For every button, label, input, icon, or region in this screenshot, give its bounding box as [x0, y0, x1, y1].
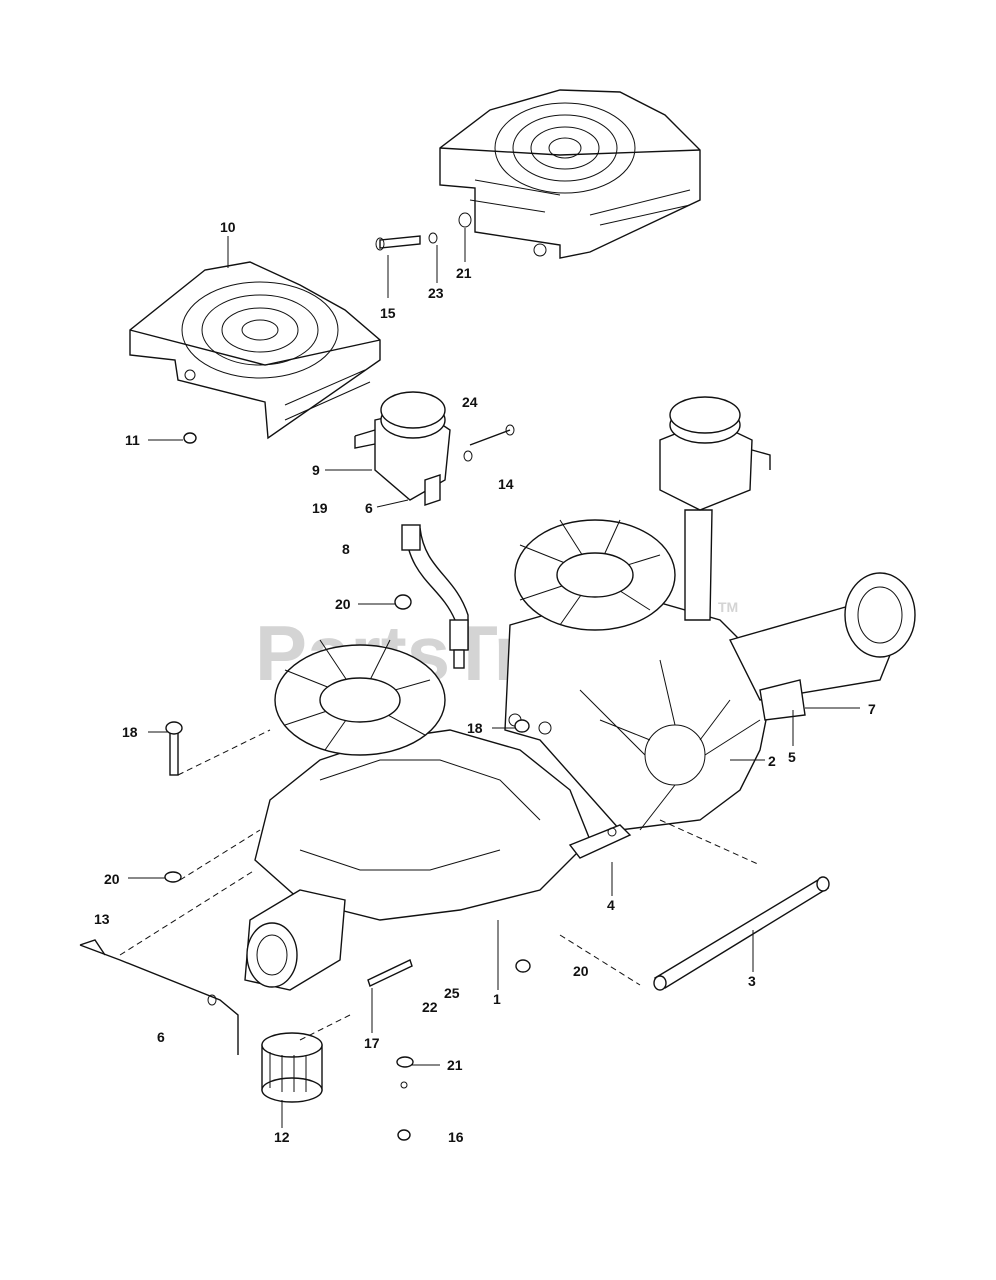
callout-20-left: 20 [104, 871, 120, 887]
callout-2: 2 [768, 753, 776, 769]
callout-11: 11 [125, 432, 140, 448]
callout-20-top: 20 [335, 596, 351, 612]
callout-labels: 10 15 23 21 11 24 9 14 19 6 8 20 18 18 7… [94, 219, 876, 1145]
fasteners [164, 594, 531, 1141]
callout-23: 23 [428, 285, 444, 301]
reservoir-hose [401, 524, 469, 669]
callout-6-top: 6 [365, 500, 373, 516]
callout-24: 24 [462, 394, 478, 410]
callout-12: 12 [274, 1129, 290, 1145]
callout-9: 9 [312, 462, 320, 478]
callout-4: 4 [607, 897, 615, 913]
linkage-rod [79, 939, 239, 1055]
callout-8: 8 [342, 541, 350, 557]
hardware-top [183, 212, 472, 444]
callout-16: 16 [448, 1129, 464, 1145]
callout-3: 3 [748, 973, 756, 989]
callout-14: 14 [498, 476, 514, 492]
left-transaxle [244, 639, 632, 991]
callout-7: 7 [868, 701, 876, 717]
callout-19: 19 [312, 500, 328, 516]
callout-22: 22 [422, 999, 438, 1015]
callout-21-top: 21 [456, 265, 472, 281]
right-transaxle [504, 396, 916, 831]
callout-1: 1 [493, 991, 501, 1007]
oil-reservoir [354, 391, 515, 506]
right-fan-shroud [439, 89, 701, 259]
callout-15: 15 [380, 305, 396, 321]
callout-18-mid: 18 [467, 720, 483, 736]
callout-17: 17 [364, 1035, 380, 1051]
leader-lines [119, 228, 860, 1128]
callout-20-lower: 20 [573, 963, 589, 979]
callout-6-lower: 6 [157, 1029, 165, 1045]
callout-18-left: 18 [122, 724, 138, 740]
callout-21-lower: 21 [447, 1057, 463, 1073]
callout-13: 13 [94, 911, 110, 927]
callout-25: 25 [444, 985, 460, 1001]
oil-filter [261, 1032, 323, 1103]
left-fan-shroud [129, 261, 381, 440]
watermark-tm: TM [718, 599, 738, 615]
callout-5: 5 [788, 749, 796, 765]
callout-10: 10 [220, 219, 236, 235]
rod [653, 876, 830, 991]
